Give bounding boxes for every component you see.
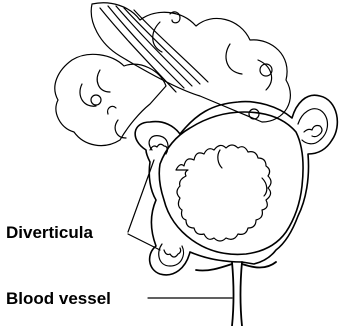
mesentery-strand <box>116 6 192 86</box>
vessel-wall-left <box>232 262 234 326</box>
vessel-wall-right <box>241 262 243 326</box>
intestine-loops <box>55 3 291 146</box>
colon-inner-contour <box>159 112 303 254</box>
diverticula-pouches <box>149 109 327 266</box>
lower-loop-fold <box>97 70 110 92</box>
diverticulum-upper-right <box>298 109 328 144</box>
blood-vessel-label: Blood vessel <box>6 290 111 307</box>
mesentery-strand <box>108 6 184 88</box>
colon-lumen-mucosa <box>176 145 271 241</box>
diverticulum-upper-left-wave <box>150 144 167 152</box>
colon-outer-contour <box>135 95 337 275</box>
diverticulum-lower-left-wave <box>164 248 181 257</box>
vessel-branch-left <box>196 264 232 271</box>
diverticula-leader-upper <box>128 160 154 232</box>
blood-vessel <box>196 262 276 326</box>
upper-loop-fold <box>226 44 242 74</box>
colon-wall <box>135 95 337 275</box>
lower-loop-outline <box>55 54 166 145</box>
diverticulum-upper-right-wave <box>304 126 322 137</box>
lumen-fold-mark <box>218 150 222 168</box>
upper-loop-pouch <box>249 109 259 119</box>
diverticula-label: Diverticula <box>6 224 93 241</box>
lower-loop-curl <box>108 106 116 114</box>
lower-loop-fold <box>115 120 126 138</box>
upper-loop-outline <box>91 3 290 122</box>
lumen-fold-mark <box>262 178 267 196</box>
lower-loop-pouch <box>91 95 101 105</box>
